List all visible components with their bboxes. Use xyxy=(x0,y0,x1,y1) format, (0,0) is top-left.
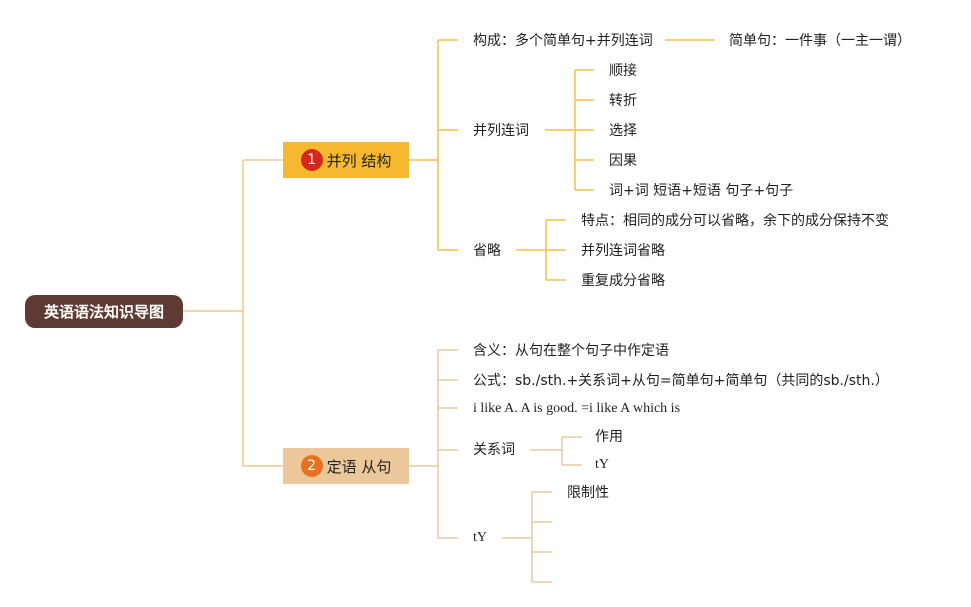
node-conjunctions[interactable]: 并列连词 xyxy=(473,123,529,139)
node-example[interactable]: i like A. A is good. =i like A which is xyxy=(473,401,681,416)
node-omission[interactable]: 省略 xyxy=(473,243,501,259)
node-conj-item-3[interactable]: 因果 xyxy=(609,153,637,169)
node-ty[interactable]: tY xyxy=(473,530,487,545)
root-label: 英语语法知识导图 xyxy=(43,303,164,321)
node-omission-item-0[interactable]: 特点：相同的成分可以省略，余下的成分保持不变 xyxy=(581,213,889,229)
node-meaning[interactable]: 含义：从句在整个句子中作定语 xyxy=(473,343,669,359)
branch-node-parallel[interactable]: 1 并列 结构 xyxy=(283,142,409,178)
branch-label-attributive: 定语 从句 xyxy=(326,457,392,476)
node-conj-item-4[interactable]: 词+词 短语+短语 句子+句子 xyxy=(609,183,794,199)
node-formula[interactable]: 公式：sb./sth.+关系词+从句=简单句+简单句（共同的sb./sth.） xyxy=(473,373,889,389)
node-conj-item-1[interactable]: 转折 xyxy=(609,93,637,109)
branch-label-parallel: 并列 结构 xyxy=(326,151,392,170)
node-simple-sentence[interactable]: 简单句：一件事（一主一谓） xyxy=(729,33,911,49)
root-node[interactable]: 英语语法知识导图 xyxy=(25,295,183,328)
node-conj-item-2[interactable]: 选择 xyxy=(609,123,637,139)
branch-node-attributive[interactable]: 2 定语 从句 xyxy=(283,448,409,484)
node-relative-word[interactable]: 关系词 xyxy=(473,442,515,458)
node-omission-item-1[interactable]: 并列连词省略 xyxy=(581,243,665,259)
node-omission-item-2[interactable]: 重复成分省略 xyxy=(581,273,665,289)
node-structure[interactable]: 构成：多个简单句+并列连词 xyxy=(473,33,653,49)
node-ty-item-0[interactable]: 限制性 xyxy=(567,485,609,501)
node-relative-item-0[interactable]: 作用 xyxy=(595,429,623,445)
number-badge-1: 1 xyxy=(300,149,323,171)
node-relative-item-1[interactable]: tY xyxy=(595,457,609,472)
node-conj-item-0[interactable]: 顺接 xyxy=(609,63,637,79)
number-badge-2: 2 xyxy=(300,455,323,477)
